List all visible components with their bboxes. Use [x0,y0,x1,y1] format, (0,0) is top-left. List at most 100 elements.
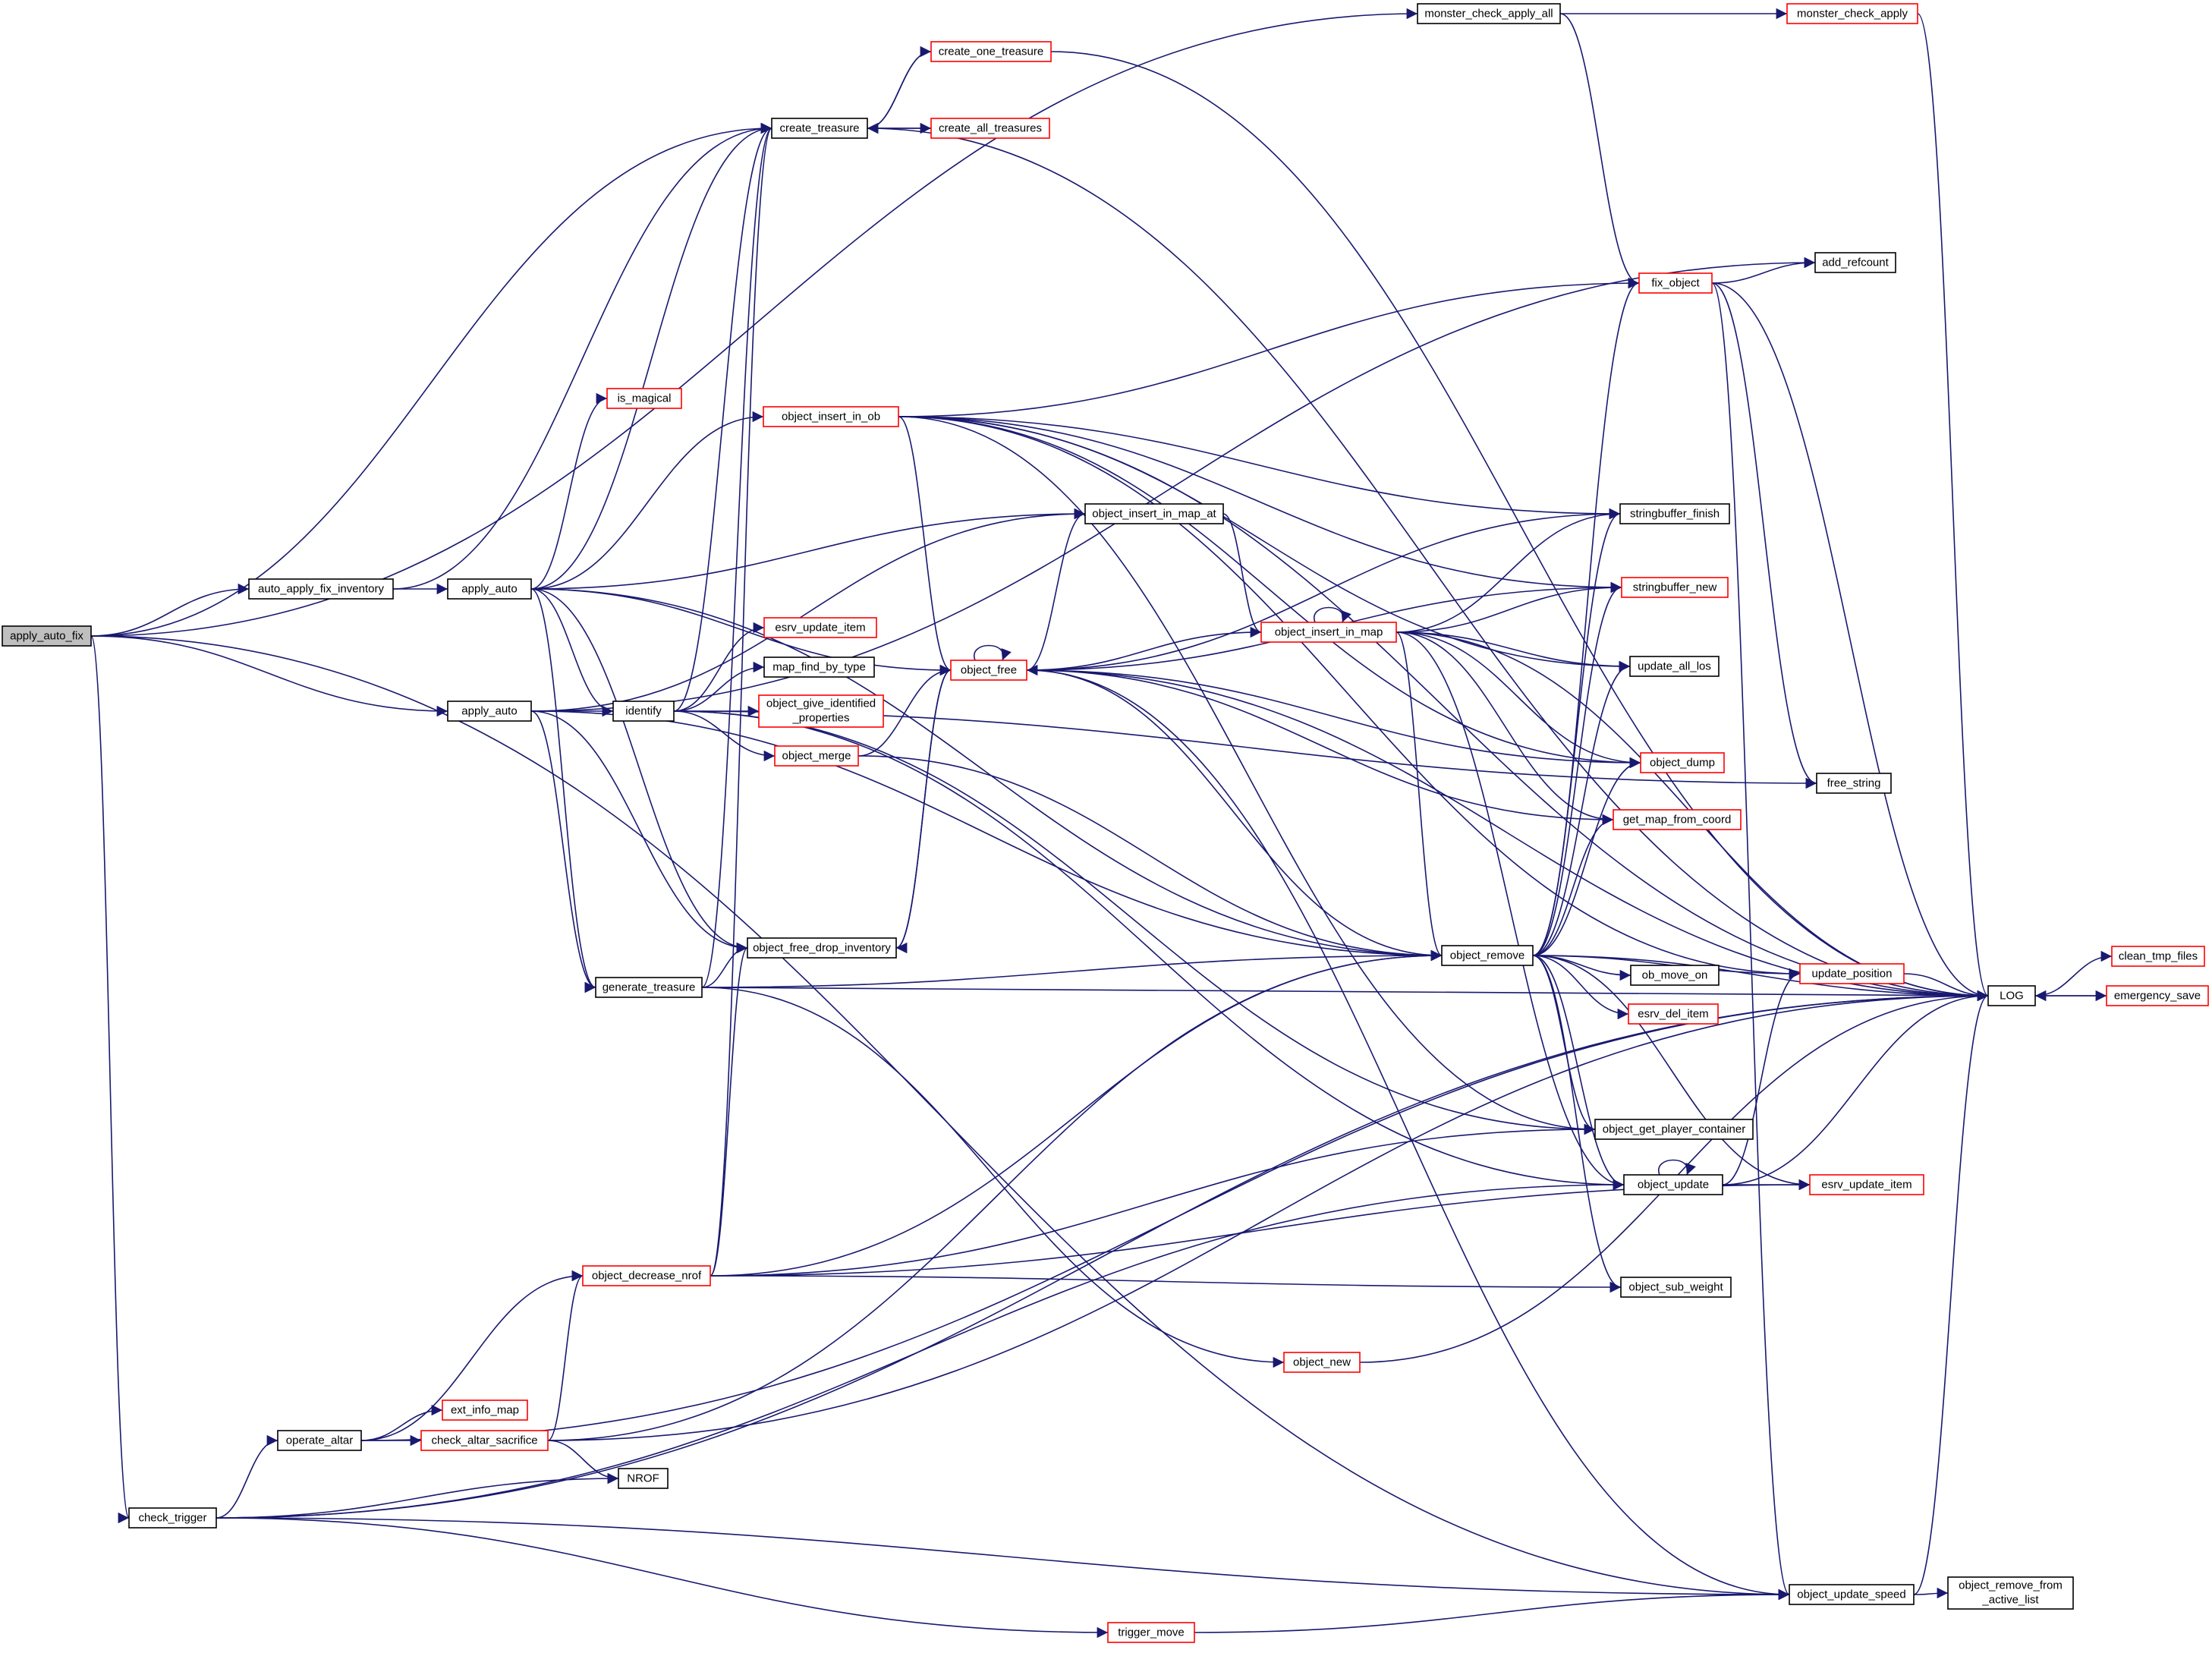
edge-identify-to-object_update [673,710,1625,1191]
node-fix_object[interactable]: fix_object [1638,272,1713,294]
edge-object_remove-to-object_dump [1532,757,1641,956]
node-update_position[interactable]: update_position [1799,963,1905,984]
node-box [1107,1622,1195,1643]
node-apply_auto_a[interactable]: apply_auto [447,578,532,600]
node-ext_info_map[interactable]: ext_info_map [442,1400,528,1421]
node-check_trigger[interactable]: check_trigger [128,1507,217,1529]
node-object_free[interactable]: object_free [950,660,1027,681]
edge-generate_treasure-to-object_new [701,987,1285,1368]
node-object_remove[interactable]: object_remove [1441,945,1534,966]
node-trigger_move[interactable]: trigger_move [1107,1622,1195,1643]
edge-apply_auto_fix-to-create_treasure [90,122,772,637]
node-object_insert_in_map[interactable]: object_insert_in_map [1260,622,1397,643]
node-box [1441,945,1534,966]
node-stringbuffer_finish[interactable]: stringbuffer_finish [1619,503,1730,524]
edge-object_decrease_nrof-to-object_remove [710,949,1443,1277]
node-clean_tmp_files[interactable]: clean_tmp_files [2111,946,2205,967]
node-apply_auto_fix[interactable]: apply_auto_fix [2,625,92,647]
node-label: esrv_del_item [1638,1008,1708,1021]
node-object_update[interactable]: object_update [1623,1174,1723,1195]
edge-object_update-to-update_position [1722,968,1801,1185]
node-box [1620,1277,1732,1298]
node-box [1947,1576,2074,1610]
node-box [612,701,675,722]
node-is_magical[interactable]: is_magical [606,388,682,409]
edge-create_one_treasure-to-create_treasure [867,51,932,134]
node-emergency_save[interactable]: emergency_save [2106,985,2209,1006]
node-monster_check_apply_all[interactable]: monster_check_apply_all [1417,3,1561,24]
edge-check_trigger-to-NROF [216,1472,619,1519]
edge-generate_treasure-to-create_treasure [701,123,772,988]
edge-object_insert_in_ob-to-stringbuffer_finish [898,416,1621,520]
node-box [1987,985,2036,1006]
node-box [747,937,897,959]
node-object_decrease_nrof[interactable]: object_decrease_nrof [582,1265,711,1286]
node-add_refcount[interactable]: add_refcount [1814,252,1896,273]
node-object_update_speed[interactable]: object_update_speed [1789,1584,1915,1605]
node-box [1629,656,1720,677]
node-label: apply_auto [461,583,517,596]
node-apply_auto_b[interactable]: apply_auto [447,701,532,722]
node-NROF[interactable]: NROF [618,1468,669,1489]
edge-object_free_drop_inventory-to-object_free [895,664,952,949]
node-box [771,118,868,139]
edge-object_insert_in_ob-to-fix_object [898,277,1640,417]
node-esrv_update_item_b[interactable]: esrv_update_item [1809,1174,1924,1195]
node-auto_apply_fix_inventory[interactable]: auto_apply_fix_inventory [248,578,394,600]
node-object_new[interactable]: object_new [1283,1352,1361,1373]
node-object_remove_from_active_list[interactable]: object_remove_from_active_list [1947,1576,2074,1610]
node-object_insert_in_ob[interactable]: object_insert_in_ob [763,406,899,427]
edge-apply_auto_fix-to-check_trigger [90,635,130,1523]
node-stringbuffer_new[interactable]: stringbuffer_new [1621,577,1729,598]
node-operate_altar[interactable]: operate_altar [277,1430,362,1451]
node-object_merge[interactable]: object_merge [774,745,859,767]
node-create_treasure[interactable]: create_treasure [771,118,868,139]
node-label: esrv_update_item [1821,1179,1912,1192]
node-label: _active_list [1981,1594,2039,1607]
node-box [595,977,703,998]
node-label: generate_treasure [603,981,696,994]
edge-check_altar_sacrifice-to-object_decrease_nrof [547,1270,584,1441]
node-LOG[interactable]: LOG [1987,985,2036,1006]
node-monster_check_apply[interactable]: monster_check_apply [1786,3,1918,24]
node-object_insert_in_map_at[interactable]: object_insert_in_map_at [1084,503,1224,524]
node-object_get_player_container[interactable]: object_get_player_container [1594,1119,1754,1140]
node-esrv_del_item[interactable]: esrv_del_item [1628,1003,1719,1025]
node-free_string[interactable]: free_string [1816,773,1892,794]
edge-apply_auto_fix-to-auto_apply_fix_inventory [90,583,250,637]
node-box [950,660,1027,681]
edge-object_remove-to-get_map_from_coord [1532,814,1614,956]
node-identify[interactable]: identify [612,701,675,722]
node-object_free_drop_inventory[interactable]: object_free_drop_inventory [747,937,897,959]
node-object_give_identified_properties[interactable]: object_give_identified_properties [758,694,884,728]
node-label: object_update_speed [1797,1588,1905,1601]
edge-check_trigger-to-operate_altar [216,1434,278,1519]
node-box [1640,752,1725,773]
edge-object_free-to-object_update_speed [1026,669,1790,1601]
node-esrv_update_item_a[interactable]: esrv_update_item [763,617,877,638]
edge-object_decrease_nrof-to-create_treasure [710,123,772,1277]
edge-object_insert_in_map-to-object_insert_in_map [1314,606,1351,623]
node-create_one_treasure[interactable]: create_one_treasure [930,41,1052,62]
edge-object_insert_in_map-to-stringbuffer_finish [1395,508,1621,633]
node-map_find_by_type[interactable]: map_find_by_type [763,656,875,678]
node-label: add_refcount [1822,257,1889,269]
node-check_altar_sacrifice[interactable]: check_altar_sacrifice [420,1430,549,1451]
node-label: stringbuffer_new [1633,581,1717,594]
node-create_all_treasures[interactable]: create_all_treasures [930,118,1050,139]
node-update_all_los[interactable]: update_all_los [1629,656,1720,677]
node-label: ob_move_on [1642,969,1708,982]
node-box [442,1400,528,1421]
node-box [763,406,899,427]
node-generate_treasure[interactable]: generate_treasure [595,977,703,998]
node-get_map_from_coord[interactable]: get_map_from_coord [1613,809,1742,830]
node-object_dump[interactable]: object_dump [1640,752,1725,773]
edge-object_merge-to-object_remove [857,755,1443,962]
node-label: trigger_move [1118,1626,1185,1639]
edge-object_insert_in_ob-to-LOG [898,416,1989,1002]
node-ob_move_on[interactable]: ob_move_on [1630,965,1720,986]
edge-object_remove-to-fix_object [1532,278,1640,956]
edge-object_remove-to-esrv_del_item [1532,955,1629,1020]
node-object_sub_weight[interactable]: object_sub_weight [1620,1277,1732,1298]
